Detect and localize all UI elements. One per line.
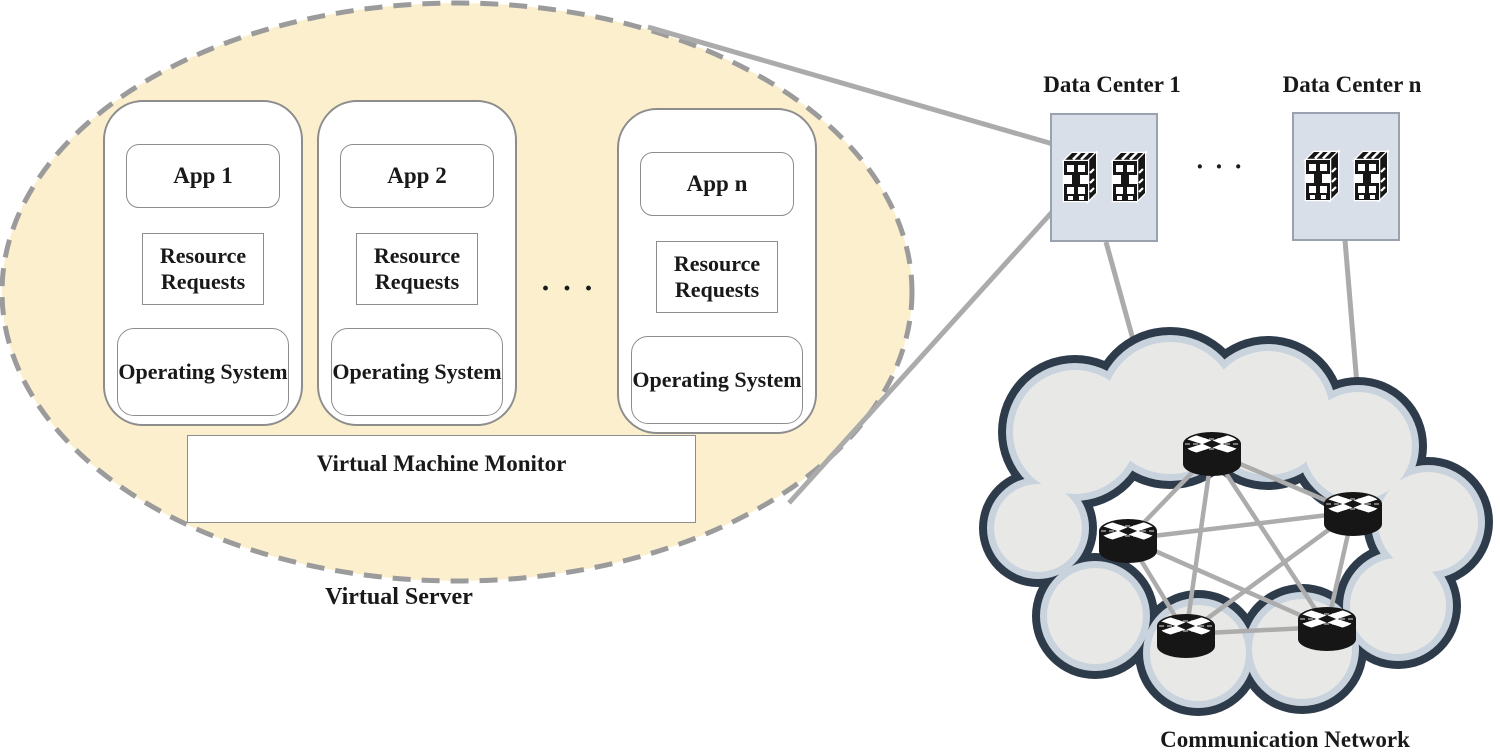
magnifier-lines	[647, 24, 1055, 505]
building-icon	[1351, 148, 1390, 203]
vm-ellipsis: · · ·	[540, 272, 596, 305]
app-box: App 1	[126, 144, 280, 208]
router-icon	[1296, 607, 1358, 651]
vm-box-1: App 1 Resource Requests Operating System	[103, 100, 303, 426]
building-icon	[1060, 149, 1099, 204]
virtual-server-label: Virtual Server	[325, 584, 473, 610]
router-icon	[1181, 432, 1243, 476]
operating-system-box: Operating System	[631, 336, 803, 424]
building-icon	[1302, 148, 1341, 203]
data-center-ellipsis: · · ·	[1195, 152, 1245, 181]
router-icon	[1155, 614, 1217, 658]
app-box: App 2	[340, 144, 494, 208]
data-center-1-label: Data Center 1	[1043, 72, 1181, 97]
operating-system-box: Operating System	[117, 328, 289, 416]
data-center-n-label: Data Center n	[1282, 72, 1422, 97]
building-icon	[1109, 149, 1148, 204]
operating-system-box: Operating System	[331, 328, 503, 416]
vm-box-2: App 2 Resource Requests Operating System	[317, 100, 517, 426]
router-icon	[1322, 492, 1384, 536]
communication-network-label: Communication Network	[1160, 727, 1410, 752]
resource-requests-box: Resource Requests	[656, 241, 778, 313]
virtual-machine-monitor-box: Virtual Machine Monitor	[187, 435, 696, 523]
resource-requests-box: Resource Requests	[356, 233, 478, 305]
resource-requests-box: Resource Requests	[142, 233, 264, 305]
vm-box-n: App n Resource Requests Operating System	[617, 108, 817, 434]
app-box: App n	[640, 152, 794, 216]
router-icon	[1097, 519, 1159, 563]
data-center-n-box	[1292, 112, 1400, 241]
data-center-1-box	[1050, 113, 1158, 242]
communication-network-cloud	[979, 327, 1493, 716]
